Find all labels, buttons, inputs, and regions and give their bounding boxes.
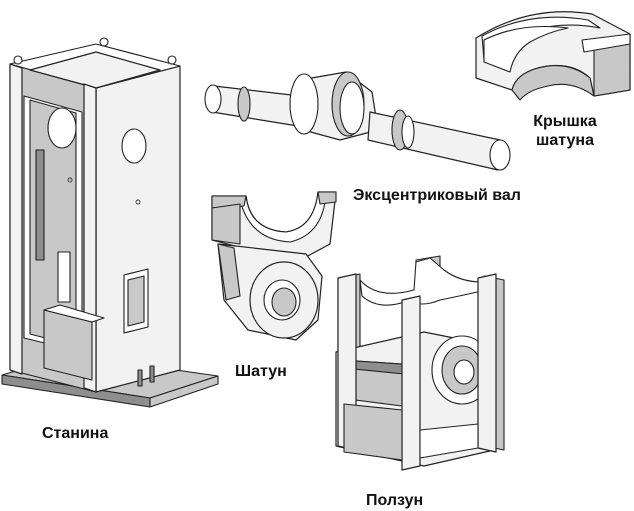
- eccentric-shaft-label: Эксцентриковый вал: [353, 187, 521, 204]
- frame-part: [1, 37, 219, 408]
- conrod-cap-label-line2: шатуна: [536, 132, 594, 149]
- conrod-label: Шатун: [235, 363, 287, 380]
- conrod-cap-label: Крышка шатуна: [524, 112, 606, 150]
- slider-part: [335, 255, 505, 471]
- conrod-part: [211, 191, 337, 341]
- frame-label: Станина: [42, 425, 109, 442]
- slider-label: Ползун: [366, 492, 424, 509]
- conrod-cap-part: [475, 11, 631, 101]
- eccentric-shaft-part: [204, 71, 511, 171]
- conrod-cap-label-line1: Крышка: [533, 113, 597, 130]
